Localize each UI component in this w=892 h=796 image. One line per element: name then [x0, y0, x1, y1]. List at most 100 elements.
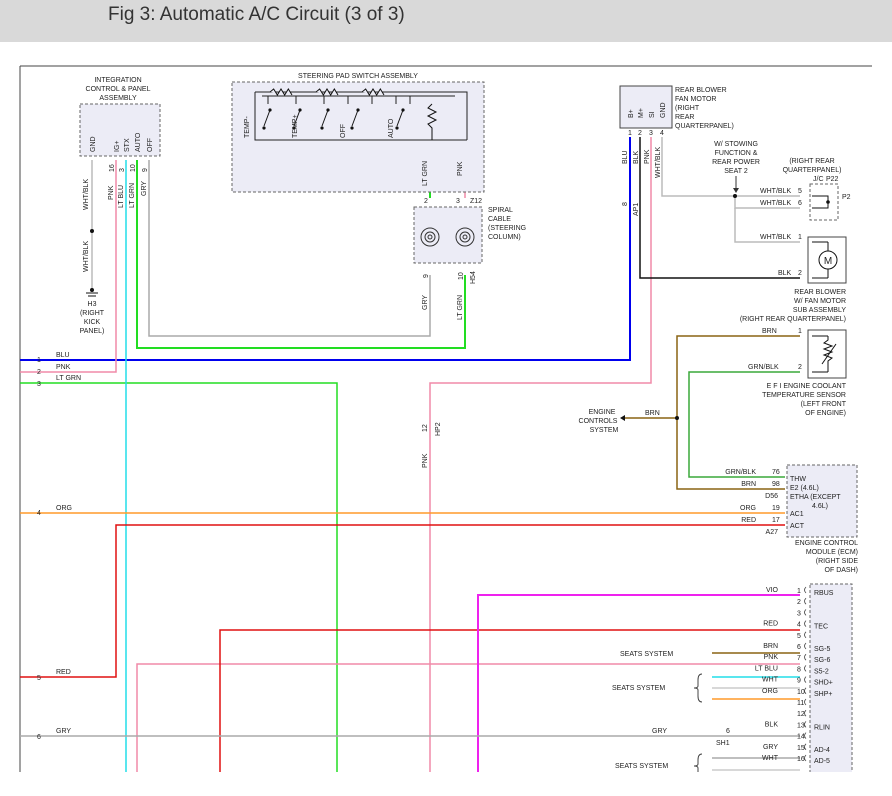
ecm-row-pin: 76 — [772, 469, 780, 476]
integration-panel-box — [79, 103, 161, 157]
bottom-pin-wire: RED — [763, 621, 778, 628]
spiral-cable-label-3: (STEERING — [488, 225, 526, 232]
bottom-pin-wire: BLK — [765, 721, 779, 728]
h3-label-3: KICK — [84, 319, 101, 326]
pin-8-ap1: 8 — [622, 202, 629, 206]
bottom-pin-label: RBUS — [814, 590, 834, 597]
bottom-pin-num: 11 — [797, 700, 804, 707]
whtblk-label-jc1: WHT/BLK — [760, 188, 791, 195]
integration-pin-num: 9 — [142, 168, 149, 172]
wire-grnblk — [688, 371, 800, 478]
bottom-pin-num: 8 — [797, 666, 801, 673]
bottom-pin-wire: VIO — [766, 587, 779, 594]
bottom-pin-num: 2 — [797, 599, 801, 606]
pnk-label-int: PNK — [108, 185, 115, 200]
wire-whtblk-motor — [734, 208, 800, 243]
wire-red-tec — [219, 629, 800, 772]
ecm-row-wire: GRN/BLK — [725, 469, 756, 476]
bottom-pin-label: SHP+ — [814, 691, 832, 698]
h3-label-2: (RIGHT — [80, 310, 105, 317]
bottom-pin-wire: GRY — [763, 744, 778, 751]
bottom-pin-num: 10 — [797, 689, 805, 696]
seats-brace-2 — [693, 673, 703, 703]
pin-9-spiral: 9 — [423, 274, 430, 278]
bottom-pin-num: 13 — [797, 722, 805, 729]
coolant-sensor-label-4: OF ENGINE) — [805, 410, 846, 417]
ecm-row-pin: 98 — [772, 481, 780, 488]
blk-label-blower: BLK — [633, 150, 640, 164]
sub-assembly-label-2: W/ FAN MOTOR — [794, 298, 846, 305]
pin-3-spiral: 3 — [456, 198, 460, 205]
gry-label-int: GRY — [141, 181, 148, 196]
spiral-cable-box — [413, 206, 483, 264]
jc-label: J/C — [813, 176, 824, 183]
brn-label-sensor: BRN — [762, 328, 777, 335]
stowing-arrowhead — [733, 188, 739, 193]
ecm-label-2: MODULE (ECM) — [806, 549, 858, 556]
pnk-label-left: PNK — [56, 364, 71, 371]
pin-10-spiral: 10 — [458, 272, 465, 280]
wire-pnk-hp2 — [429, 137, 652, 772]
jc-dot — [826, 200, 830, 204]
ecm-pin-act: ACT — [790, 523, 805, 530]
steering-switch-label: TEMP- — [244, 116, 251, 138]
wire-blk-blower — [639, 137, 800, 279]
h3-label-4: PANEL) — [80, 328, 105, 335]
pin-1-motor: 1 — [798, 234, 802, 241]
connector-sh1: SH1 — [716, 740, 730, 747]
pin-6-sh1: 6 — [726, 728, 730, 735]
pin-2-sensor: 2 — [798, 364, 802, 371]
pin-2-motor: 2 — [798, 270, 802, 277]
bottom-pin-label: AD-5 — [814, 758, 830, 765]
figure-title: Fig 3: Automatic A/C Circuit (3 of 3) — [108, 4, 405, 25]
gnd-dot-upper — [90, 229, 94, 233]
pin-1-sensor: 1 — [798, 328, 802, 335]
h3-label: H3 — [88, 301, 97, 308]
bottom-pin-num: 6 — [797, 644, 801, 651]
whtblk-label-int: WHT/BLK — [83, 179, 90, 210]
integration-pin-num: 16 — [109, 164, 116, 172]
seats-system-label-1: SEATS SYSTEM — [620, 651, 673, 658]
bottom-pin-num: 16 — [797, 756, 805, 763]
rear-blower-label: REAR BLOWER — [675, 87, 727, 94]
wire-gry-off — [148, 160, 431, 337]
wire-vio-rbus — [477, 594, 800, 772]
blu-label-blower: BLU — [622, 150, 629, 164]
steering-switch-label: TEMP+ — [292, 114, 299, 138]
blower-pin-label: SI — [649, 111, 656, 118]
engine-controls-arrow — [620, 415, 625, 421]
integration-pin-ig: IG+ — [114, 141, 121, 152]
coolant-sensor-label-2: TEMPERATURE SENSOR — [762, 392, 846, 399]
ecm-row-wire: BRN — [741, 481, 756, 488]
sub-assembly-label: REAR BLOWER — [794, 289, 846, 296]
gry-label-spiral: GRY — [422, 295, 429, 310]
bottom-pin-wire: PNK — [764, 654, 779, 661]
pnk-label-hp2: PNK — [422, 453, 429, 468]
bottom-pin-num: 4 — [797, 622, 801, 629]
ltblu-label-int: LT BLU — [118, 185, 125, 208]
ecm-pin-etha-2: 4.6L) — [812, 503, 828, 510]
pnk-label-steer: PNK — [457, 161, 464, 176]
rear-blower-label-3: (RIGHT — [675, 105, 700, 112]
wire-whtblk-blower — [661, 137, 800, 197]
ecm-label: ENGINE CONTROL — [795, 540, 858, 547]
bottom-pin-num: 14 — [797, 734, 805, 741]
bottom-pin-num: 3 — [797, 610, 801, 617]
wire-brn-sensor — [676, 335, 800, 490]
whtblk-label-blower: WHT/BLK — [655, 147, 662, 178]
pin-2-spiral: 2 — [424, 198, 428, 205]
wire-pnk-sg6 — [136, 663, 800, 772]
seats-system-label-3: SEATS SYSTEM — [615, 763, 668, 770]
ecm-label-3: (RIGHT SIDE — [816, 558, 859, 565]
gnd-dot-lower — [90, 288, 94, 292]
wire-blu — [20, 137, 631, 361]
connector-d56: D56 — [765, 493, 778, 500]
bottom-pin-label: S5-2 — [814, 668, 829, 675]
brn-junction-dot — [675, 416, 679, 420]
spiral-cable-label: SPIRAL — [488, 207, 513, 214]
integration-pin-num: 10 — [130, 164, 137, 172]
connector-hp2: HP2 — [435, 422, 442, 436]
org-label-left: ORG — [56, 505, 72, 512]
